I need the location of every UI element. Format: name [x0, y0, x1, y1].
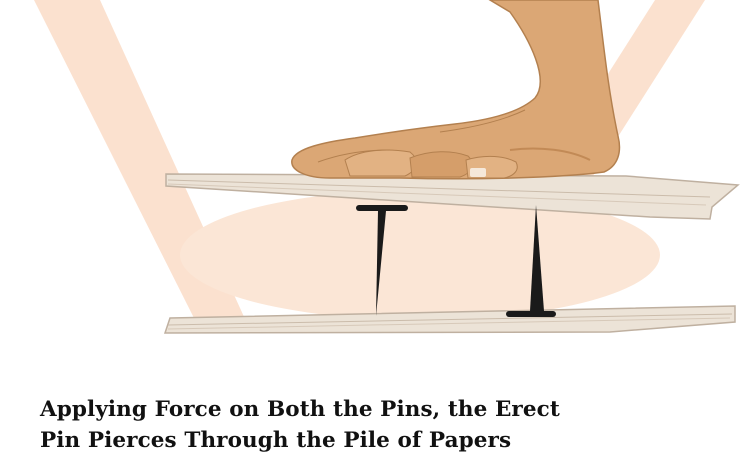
figure-caption: Applying Force on Both the Pins, the Ere…: [40, 394, 560, 456]
caption-line-2: Pin Pierces Through the Pile of Papers: [40, 425, 560, 456]
hand: [292, 0, 620, 179]
hand-finger: [410, 152, 472, 177]
caption-line-1: Applying Force on Both the Pins, the Ere…: [40, 394, 560, 425]
erect-pin-head: [506, 311, 556, 317]
hand-fingernail: [470, 168, 486, 177]
inverted-pin-head: [356, 205, 408, 211]
